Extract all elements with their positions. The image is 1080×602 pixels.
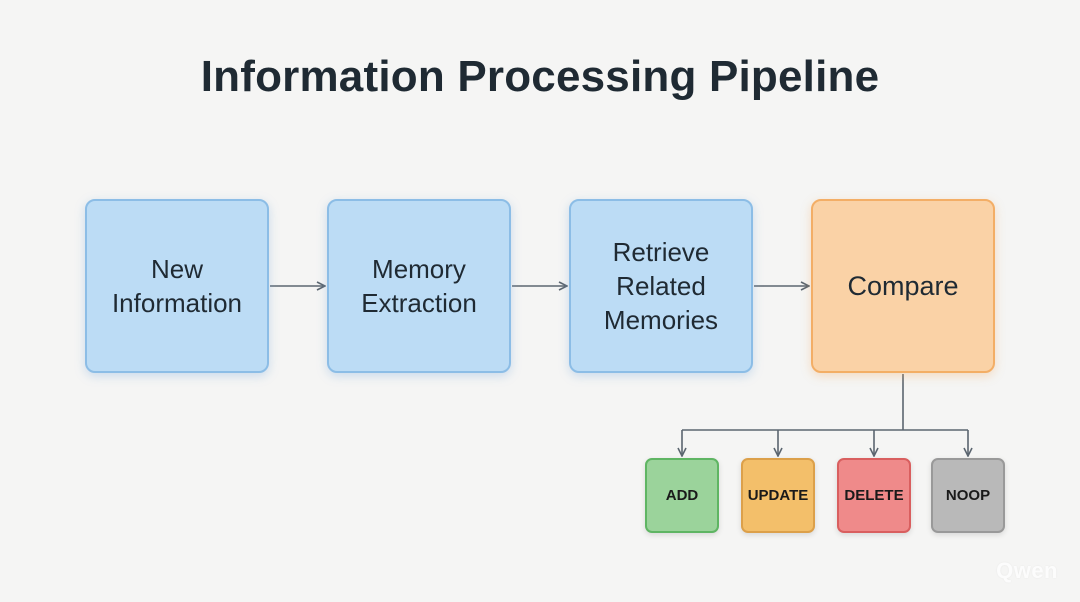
diagram-title: Information Processing Pipeline [200, 52, 880, 101]
outcome-delete: DELETE [837, 458, 911, 533]
outcome-update: UPDATE [741, 458, 815, 533]
stage-compare: Compare [811, 199, 995, 373]
watermark-logo: Qwen [996, 558, 1058, 583]
stage-memory-extraction: Memory Extraction [327, 199, 511, 373]
stage-new-information: New Information [85, 199, 269, 373]
outcome-add: ADD [645, 458, 719, 533]
stage-retrieve-related-memories: Retrieve Related Memories [569, 199, 753, 373]
outcome-noop: NOOP [931, 458, 1005, 533]
